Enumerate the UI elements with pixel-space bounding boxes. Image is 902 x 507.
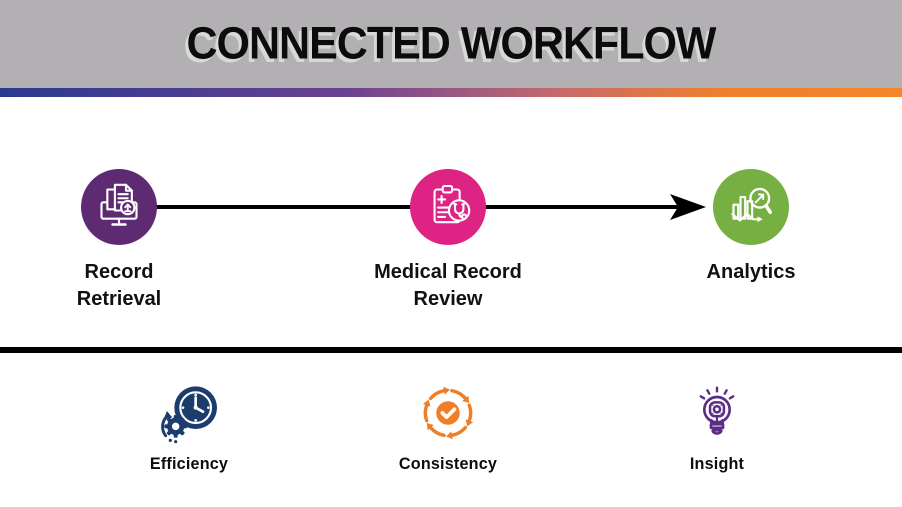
- section-divider: [0, 347, 902, 353]
- medical-record-review-icon: [410, 169, 486, 245]
- insight-lightbulb-icon: [685, 381, 749, 445]
- benefit-label-consistency: Consistency: [398, 454, 498, 473]
- workflow-arrow: [119, 194, 706, 220]
- benefit-efficiency: Efficiency: [109, 381, 269, 474]
- step-label-medical-record-review: Medical Record Review: [374, 261, 522, 310]
- benefit-label-efficiency: Efficiency: [149, 454, 229, 473]
- step-label-record-retrieval: Record Retrieval: [76, 261, 162, 310]
- consistency-cycle-check-icon: [416, 381, 480, 445]
- workflow-step-record-retrieval: Record Retrieval: [19, 169, 219, 313]
- step-label-analytics: Analytics: [706, 261, 796, 283]
- analytics-icon: [713, 169, 789, 245]
- record-retrieval-icon: [81, 169, 157, 245]
- workflow-step-analytics: Analytics: [651, 169, 851, 286]
- benefit-insight: Insight: [637, 381, 797, 474]
- benefit-label-insight: Insight: [689, 454, 745, 473]
- benefit-consistency: Consistency: [368, 381, 528, 474]
- gradient-divider: [0, 88, 902, 97]
- page-title: CONNECTED WORKFLOW: [186, 18, 717, 69]
- efficiency-clock-gear-icon: [157, 381, 221, 445]
- workflow-step-medical-record-review: Medical Record Review: [348, 169, 548, 313]
- header-banner: CONNECTED WORKFLOW: [0, 0, 902, 88]
